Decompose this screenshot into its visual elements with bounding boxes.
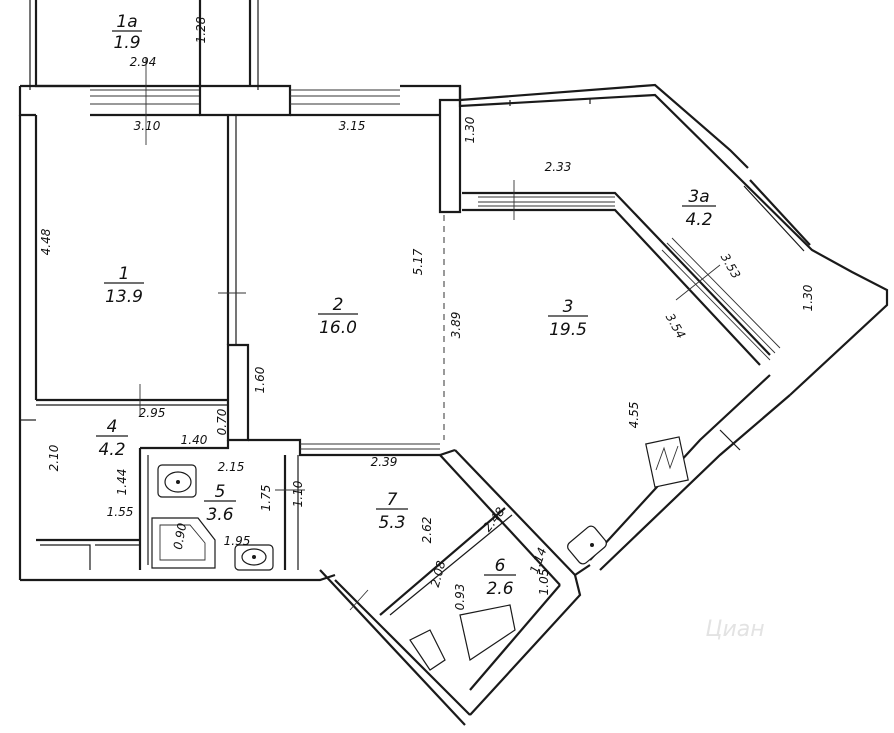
room-7-area: 5.3 xyxy=(378,513,405,533)
dim-label: 1.28 xyxy=(194,16,208,43)
dim-label: 2.08 xyxy=(428,559,449,589)
dim-label: 2.95 xyxy=(139,406,166,420)
dim-label: 2.10 xyxy=(47,444,61,471)
room-3-number: 3 xyxy=(563,297,574,317)
room-6-area: 2.6 xyxy=(486,579,513,599)
dim-label: 3.53 xyxy=(718,251,743,281)
dim-label: 5.17 xyxy=(411,248,425,275)
room-1-area: 13.9 xyxy=(105,287,143,307)
dim-label: 2.62 xyxy=(420,517,434,544)
room-1a-number: 1a xyxy=(116,12,137,32)
ventilation-icon xyxy=(645,436,689,488)
dim-label: 1.05 xyxy=(537,569,551,596)
room-1-number: 1 xyxy=(119,264,130,284)
dim-label: 2.33 xyxy=(545,160,572,174)
dim-label: 1.10 xyxy=(291,480,305,507)
dim-label: 2.39 xyxy=(371,455,398,469)
room-1a-area: 1.9 xyxy=(113,33,140,53)
room-6-number: 6 xyxy=(495,556,506,576)
dim-label: 1.30 xyxy=(801,284,815,311)
dim-label: 1.60 xyxy=(253,366,267,393)
dim-label: 0.93 xyxy=(453,584,467,611)
dim-label: 1.55 xyxy=(107,505,134,519)
dim-label: 0.90 xyxy=(171,522,189,551)
dim-label: 3.10 xyxy=(134,119,161,133)
dim-label: 1.95 xyxy=(224,534,251,548)
watermark: Циан xyxy=(705,617,764,642)
dim-label: 1.75 xyxy=(259,485,273,512)
room-3a-area: 4.2 xyxy=(685,210,712,230)
dim-label: 3.54 xyxy=(663,311,688,341)
dim-label: 0.70 xyxy=(215,408,229,435)
room-labels: 1a 1.9 1 13.9 2 16.0 3 19.5 3a 4.2 4 4.2… xyxy=(96,12,716,599)
dim-label: 1.40 xyxy=(181,433,208,447)
room-2-area: 16.0 xyxy=(319,318,357,338)
dim-label: 3.89 xyxy=(449,312,463,339)
dim-label: 3.15 xyxy=(339,119,366,133)
dim-label: 4.48 xyxy=(39,228,53,255)
shower-icon xyxy=(151,517,216,569)
dim-label: 2.15 xyxy=(218,460,245,474)
dim-label: 2.94 xyxy=(130,55,157,69)
dim-label: 4.55 xyxy=(627,402,641,429)
room-5-number: 5 xyxy=(215,482,226,502)
walls xyxy=(18,0,889,726)
room-2-number: 2 xyxy=(333,295,344,315)
kitchen-sink-icon xyxy=(567,525,607,565)
room-3-area: 19.5 xyxy=(549,320,587,340)
dim-label: 1.30 xyxy=(463,116,477,143)
fixtures xyxy=(151,436,689,571)
room-4-area: 4.2 xyxy=(98,440,125,460)
dimension-lines xyxy=(139,58,721,611)
dim-label: 1.44 xyxy=(115,469,129,496)
room-5-area: 3.6 xyxy=(206,505,233,525)
room-3a-number: 3a xyxy=(688,187,709,207)
room-7-number: 7 xyxy=(387,490,398,510)
room-4-number: 4 xyxy=(107,417,118,437)
